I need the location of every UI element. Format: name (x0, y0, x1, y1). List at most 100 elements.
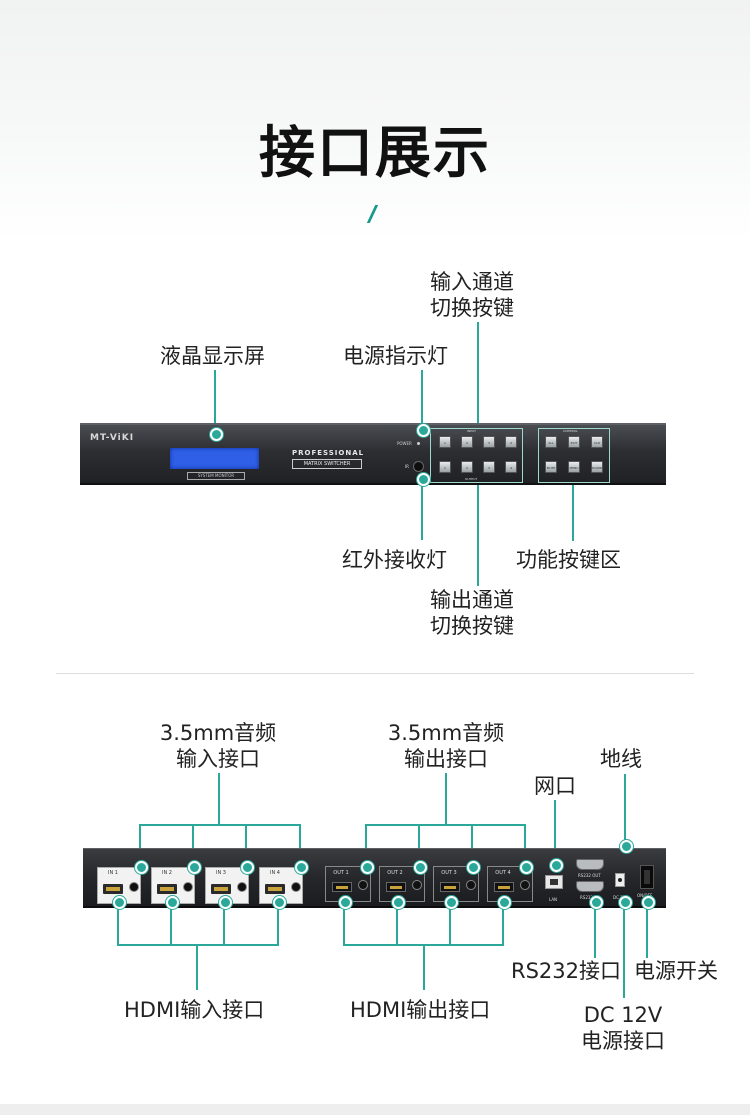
label-audio-in-2: 输入接口 (176, 747, 260, 771)
marker-audio-in-1 (135, 861, 148, 874)
hdmi-input-3: IN 3 (205, 867, 249, 904)
input-key-3[interactable]: 3 (483, 436, 495, 448)
hdmi-output-2-label: OUT 2 (387, 870, 403, 876)
hdmi-output-1-label: OUT 1 (333, 870, 349, 876)
page-title: 接口展示 (259, 121, 491, 186)
label-function-keys: 功能按键区 (516, 548, 621, 572)
hdmi-input-2-label: IN 2 (162, 870, 172, 876)
control-key-exit[interactable]: EXIT (568, 436, 580, 448)
power-led (417, 442, 420, 445)
lan-label: LAN (549, 897, 558, 902)
control-key-clr[interactable]: CLR (591, 436, 603, 448)
leader-dc (623, 902, 625, 998)
hdmi-input-4-label: IN 4 (270, 870, 280, 876)
marker-hdmi-in-3 (219, 896, 232, 909)
label-ground: 地线 (600, 747, 642, 771)
control-key-down[interactable]: DOWN (591, 461, 603, 473)
label-dc-2: 电源接口 (581, 1029, 665, 1053)
switch-label: ON/OFF (637, 893, 653, 898)
leader-output-switch (477, 482, 479, 586)
hdmi-port-icon (440, 882, 460, 892)
label-lcd: 液晶显示屏 (160, 344, 265, 368)
bracket-hdmi-in-rise-3 (223, 900, 225, 946)
marker-audio-in-2 (188, 861, 201, 874)
hdmi-input-1-label: IN 1 (108, 870, 118, 876)
marker-ir (417, 473, 430, 486)
label-dc-1: DC 12V (583, 1003, 663, 1027)
control-key-all[interactable]: ALL (545, 436, 557, 448)
leader-power-led (421, 370, 423, 426)
hdmi-port-icon (332, 882, 352, 892)
bracket-audio-in-drop-3 (245, 824, 247, 866)
marker-hdmi-out-4 (498, 896, 511, 909)
bracket-hdmi-in-rise-2 (170, 900, 172, 946)
marker-audio-in-4 (295, 861, 308, 874)
marker-hdmi-out-3 (445, 896, 458, 909)
leader-hdmi-out (423, 944, 425, 990)
input-key-4[interactable]: 4 (505, 436, 517, 448)
control-key-group: CONTROL ALL EXIT CLR MUTE MENU DOWN (538, 428, 610, 483)
marker-audio-out-1 (361, 861, 374, 874)
marker-ground (620, 840, 633, 853)
marker-power-switch (642, 896, 655, 909)
label-input-switch-2: 切换按键 (430, 296, 514, 320)
input-key-2[interactable]: 2 (461, 436, 473, 448)
bracket-hdmi-out-rise-1 (343, 900, 345, 946)
brand-logo: MT-ViKI (90, 433, 135, 443)
marker-audio-out-3 (467, 861, 480, 874)
ir-label: IR (405, 464, 409, 469)
leader-ground (624, 774, 626, 844)
leader-rs232 (594, 902, 596, 958)
label-power-led: 电源指示灯 (343, 344, 448, 368)
rear-panel: IN 1 IN 2 IN 3 IN 4 OUT 1 OUT 2 OUT 3 OU… (83, 848, 666, 908)
hdmi-output-3-label: OUT 3 (441, 870, 457, 876)
bracket-hdmi-in-rise-1 (117, 900, 119, 946)
leader-audio-out (445, 773, 447, 825)
output-key-2[interactable]: 2 (461, 461, 473, 473)
marker-audio-out-2 (414, 861, 427, 874)
bracket-audio-in-drop-4 (299, 824, 301, 866)
output-key-3[interactable]: 3 (483, 461, 495, 473)
leader-lcd (214, 370, 216, 432)
marker-hdmi-in-4 (273, 896, 286, 909)
rs232-out-port (576, 859, 604, 870)
audio-jack-icon (412, 880, 422, 890)
bracket-audio-out-drop-2 (418, 824, 420, 866)
header-background (0, 0, 750, 240)
label-network: 网口 (534, 774, 576, 798)
hdmi-input-1: IN 1 (97, 867, 141, 904)
label-output-switch-1: 输出通道 (430, 588, 514, 612)
bracket-audio-in-drop-2 (192, 824, 194, 866)
control-key-mute[interactable]: MUTE (545, 461, 557, 473)
audio-jack-icon (358, 880, 368, 890)
switch-key-group: INPUT 1 2 3 4 1 2 3 4 OUTPUT (430, 428, 523, 483)
label-audio-out-2: 输出接口 (404, 747, 488, 771)
rs232-in-port (576, 881, 604, 892)
leader-power-switch (646, 902, 648, 958)
leader-audio-in (218, 773, 220, 825)
output-key-4[interactable]: 4 (505, 461, 517, 473)
hdmi-port-icon (157, 884, 177, 894)
bracket-audio-out-drop-1 (365, 824, 367, 866)
input-key-1[interactable]: 1 (439, 436, 451, 448)
control-key-menu[interactable]: MENU (568, 461, 580, 473)
label-hdmi-in: HDMI输入接口 (124, 998, 265, 1022)
output-key-1[interactable]: 1 (439, 461, 451, 473)
hdmi-port-icon (103, 884, 123, 894)
power-label: POWER (397, 441, 412, 446)
audio-jack-icon (237, 882, 247, 892)
marker-rs232 (590, 896, 603, 909)
label-power-switch: 电源开关 (634, 959, 718, 983)
label-audio-in-1: 3.5mm音频 (159, 721, 277, 745)
bracket-audio-in-drop-1 (139, 824, 141, 866)
output-group-label: OUTPUT (465, 477, 478, 481)
ir-receiver (413, 461, 424, 472)
audio-jack-icon (291, 882, 301, 892)
power-switch[interactable] (640, 865, 654, 889)
label-rs232: RS232接口 (511, 959, 622, 983)
hdmi-port-icon (494, 882, 514, 892)
leader-input-switch (477, 322, 479, 426)
marker-hdmi-in-2 (166, 896, 179, 909)
input-group-label: INPUT (467, 429, 476, 433)
bracket-audio-out (365, 824, 526, 826)
